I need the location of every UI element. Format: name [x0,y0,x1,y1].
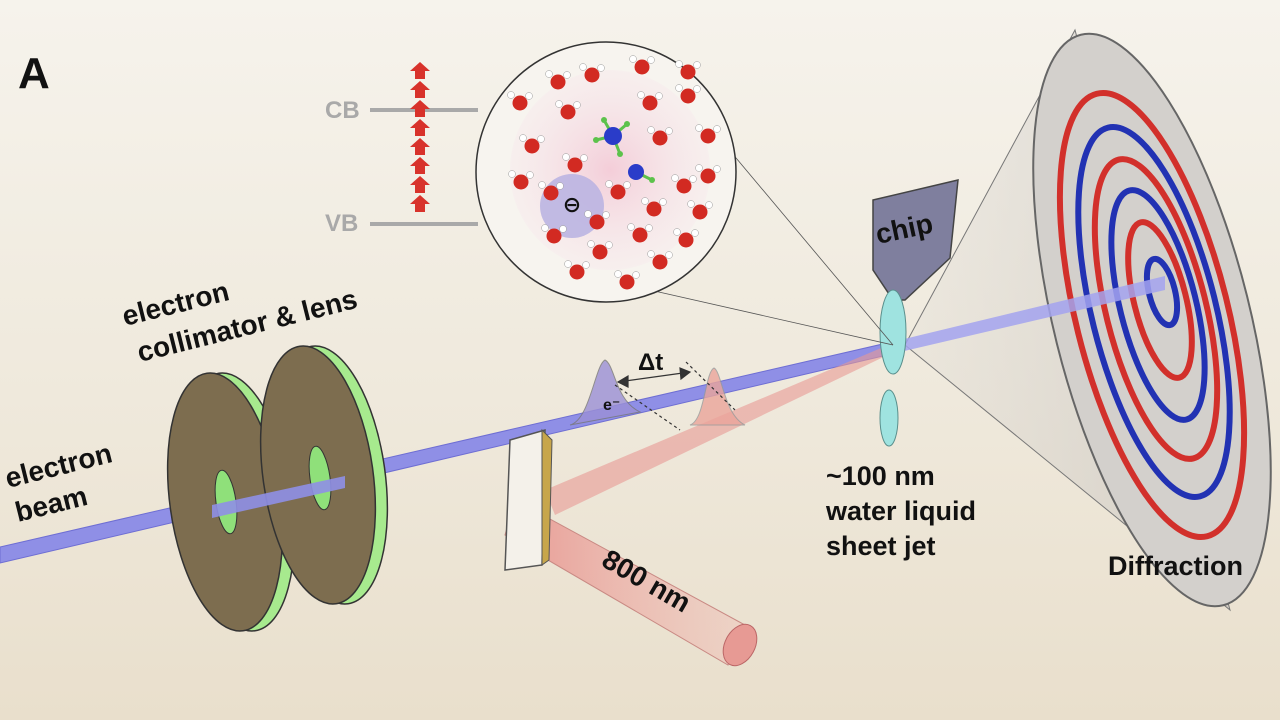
water-molecule [647,250,673,270]
jet-label-line2: water liquid [825,496,976,526]
water-molecule [555,100,581,120]
delay-label: Δt [638,349,663,376]
water-molecule [627,223,653,243]
up-arrow-icon [410,195,430,212]
water-molecule [675,60,701,80]
level-cb: CB [325,97,360,124]
water-molecule [564,260,590,280]
water-molecule [519,134,545,154]
mirror [504,428,553,571]
water-molecule [695,164,721,184]
water-molecule [637,91,663,111]
water-molecule [629,55,655,75]
up-arrow-icon [410,100,430,117]
liquid-jet [879,289,907,447]
beam-through-disks [212,476,345,518]
collimator-disk-2 [259,345,389,605]
water-molecule [641,197,667,217]
water-molecule [538,181,564,201]
water-molecule [584,210,610,230]
water-molecule [507,91,533,111]
water-molecule [673,228,699,248]
up-arrow-icon [410,62,430,79]
up-arrow-icon [410,119,430,136]
diffraction-rings [1056,90,1248,540]
up-arrow-icon [410,157,430,174]
up-arrow-icon [410,81,430,98]
water-molecule [587,240,613,260]
water-molecule [508,170,534,190]
up-arrow-icon [410,176,430,193]
water-molecule [545,70,571,90]
laser-pulse-icon [689,367,746,426]
panel-label: A [18,49,50,98]
electron-symbol: e⁻ [603,397,620,414]
solvated-electron-symbol: ⊖ [563,192,581,217]
level-vb: VB [325,210,358,237]
water-molecule [671,174,697,194]
water-molecules [507,55,721,290]
up-arrow-icon [410,138,430,155]
delay-marker [614,361,736,431]
electron-pulse-icon [569,359,642,426]
excitation-arrows [410,62,430,212]
molecule-circle [475,41,737,303]
diffraction-label: Diffraction [1108,551,1243,581]
water-molecule [687,200,713,220]
water-molecule [605,180,631,200]
water-molecule [562,153,588,173]
ammonia-molecule [593,117,655,183]
water-molecule [675,84,701,104]
water-molecule [647,126,673,146]
jet-label-line3: sheet jet [826,531,936,561]
chip [872,179,959,301]
water-molecule [541,224,567,244]
water-molecule [614,270,640,290]
water-molecule [579,63,605,83]
water-molecule [695,124,721,144]
jet-label-line1: ~100 nm [826,461,935,491]
